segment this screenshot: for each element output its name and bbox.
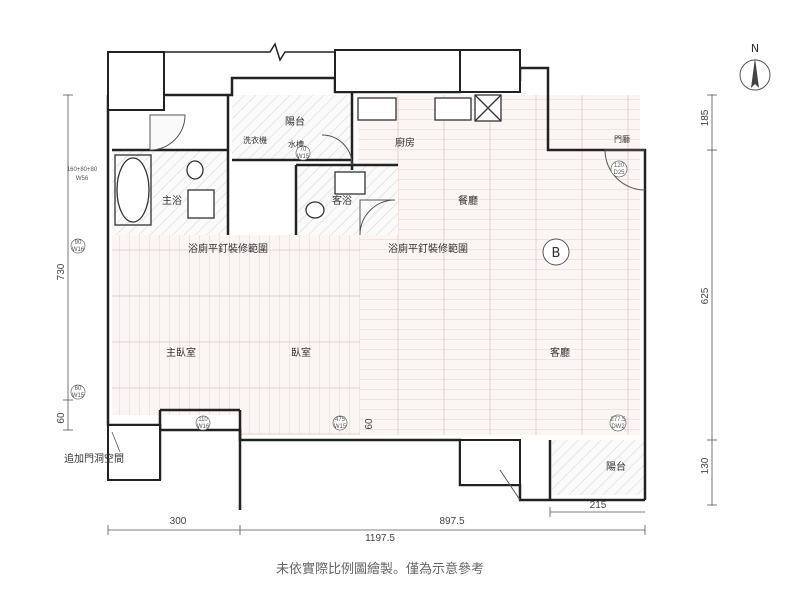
columns xyxy=(107,49,521,486)
label-bedroom: 臥室 xyxy=(291,346,311,359)
label-master-bedroom: 主臥室 xyxy=(166,346,196,359)
svg-text:W16: W16 xyxy=(72,247,85,253)
unit-mark-circle xyxy=(542,238,570,266)
label-bath-renovation-2: 浴廁平釘裝修範圍 xyxy=(388,242,468,255)
balcony-top-floor xyxy=(232,95,352,160)
label-water-heater: 水槽 xyxy=(288,139,304,149)
balcony-bottom-floor xyxy=(552,440,646,495)
tag-w-left2: 60 W15 xyxy=(70,384,86,400)
doors xyxy=(149,114,646,501)
label-living-room: 客廳 xyxy=(550,346,570,359)
living-dining-floor xyxy=(358,95,640,435)
bedroom-floor xyxy=(240,235,360,435)
bathtub xyxy=(116,157,150,223)
unit-mark: B xyxy=(552,246,561,261)
dim-left-bottom: 60 xyxy=(56,412,67,424)
svg-text:475: 475 xyxy=(335,417,346,423)
tag-d-mid: 70 W15 xyxy=(295,145,311,161)
label-added-wall: 追加門洞空間 xyxy=(64,452,124,465)
label-balcony-bottom: 陽台 xyxy=(606,460,626,473)
label-kitchen: 廚房 xyxy=(395,136,415,149)
dim-bottom-left: 300 xyxy=(170,516,187,527)
compass: N xyxy=(739,42,771,91)
svg-text:110: 110 xyxy=(198,417,208,423)
tag-door1: 110 W16 xyxy=(195,415,211,431)
dim-left-total: 730 xyxy=(56,263,67,280)
guest-sink xyxy=(334,171,366,195)
dim-right-bottom: 130 xyxy=(700,457,711,474)
svg-text:W16: W16 xyxy=(197,424,210,430)
svg-text:160+80+80: 160+80+80 xyxy=(67,167,98,173)
tag-door3: 277.5 DW2 xyxy=(609,414,627,432)
kitchen-stove xyxy=(357,97,397,121)
label-balcony-top: 陽台 xyxy=(285,115,305,128)
label-guest-bath: 客浴 xyxy=(332,194,352,207)
guest-toilet xyxy=(305,201,325,219)
tag-door2: 475 W15 xyxy=(332,415,348,431)
svg-text:W15: W15 xyxy=(72,393,85,399)
dim-right-mid: 625 xyxy=(700,287,711,304)
dim-bottom-mid: 897.5 xyxy=(439,516,464,527)
svg-text:277.5: 277.5 xyxy=(610,417,626,423)
dim-right-top: 185 xyxy=(700,109,711,126)
kitchen-sink xyxy=(434,97,472,121)
master-sink xyxy=(187,189,215,219)
svg-text:W15: W15 xyxy=(297,154,310,160)
svg-text:60: 60 xyxy=(75,386,82,392)
label-dining: 餐廳 xyxy=(458,194,478,207)
svg-text:70: 70 xyxy=(300,147,307,153)
dim-bottom-right: 215 xyxy=(590,500,607,511)
tag-entry: 120 D25 xyxy=(610,160,628,178)
label-bath-renovation-1: 浴廁平釘裝修範圍 xyxy=(188,242,268,255)
svg-text:90: 90 xyxy=(75,240,82,246)
tag-w-left1: 90 W16 xyxy=(70,238,86,254)
svg-text:D25: D25 xyxy=(613,170,625,176)
svg-text:W56: W56 xyxy=(76,176,89,182)
dimension-lines xyxy=(63,94,717,535)
tag-window-top: 160+80+80 W56 xyxy=(67,167,98,182)
dim-bottom-total: 1197.5 xyxy=(365,533,395,544)
fixtures xyxy=(114,94,502,226)
label-master-bath: 主浴 xyxy=(162,195,182,207)
label-laundry: 洗衣機 xyxy=(243,135,267,145)
top-break-line xyxy=(164,42,335,62)
master-bedroom-floor xyxy=(112,235,242,415)
dim-mid-60: 60 xyxy=(364,418,375,430)
svg-text:W15: W15 xyxy=(334,424,347,430)
svg-text:120: 120 xyxy=(614,163,625,169)
svg-text:DW2: DW2 xyxy=(611,424,625,430)
north-label: N xyxy=(751,42,759,55)
disclaimer-note: 未依實際比例圖繪製。僅為示意參考 xyxy=(275,562,484,577)
master-toilet xyxy=(186,160,204,180)
label-foyer: 門廳 xyxy=(614,134,630,144)
